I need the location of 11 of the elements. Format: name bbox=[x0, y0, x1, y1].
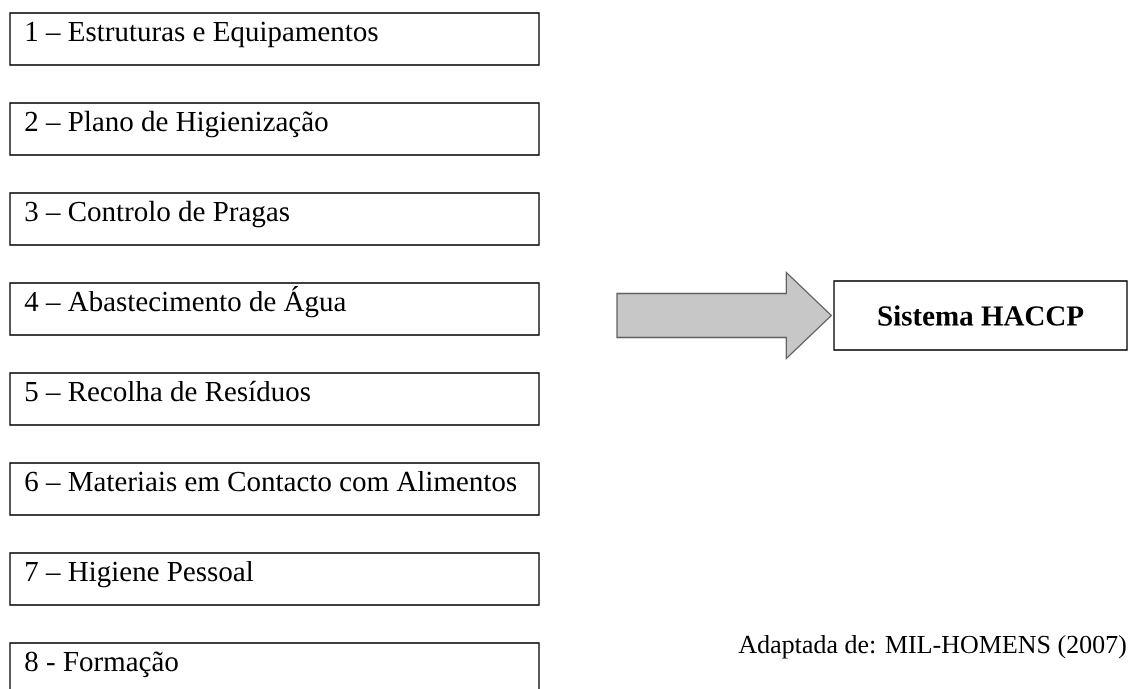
source-note: Adaptada de: MIL-HOMENS (2007) bbox=[738, 634, 1126, 659]
target-box: Sistema HACCP bbox=[833, 280, 1128, 351]
list-box: 1 – Estruturas e Equipamentos bbox=[9, 12, 540, 66]
list-box: 4 – Abastecimento de Água bbox=[9, 282, 540, 336]
list-box: 7 – Higiene Pessoal bbox=[9, 552, 540, 606]
list-box: 2 – Plano de Higienização bbox=[9, 102, 540, 156]
list-box: 5 – Recolha de Resíduos bbox=[9, 372, 540, 426]
block-arrow bbox=[616, 270, 833, 361]
list-box: 3 – Controlo de Pragas bbox=[9, 192, 540, 246]
list-box: 6 – Materiais em Contacto com Alimentos bbox=[9, 462, 540, 516]
list-box: 8 - Formação bbox=[9, 642, 540, 689]
